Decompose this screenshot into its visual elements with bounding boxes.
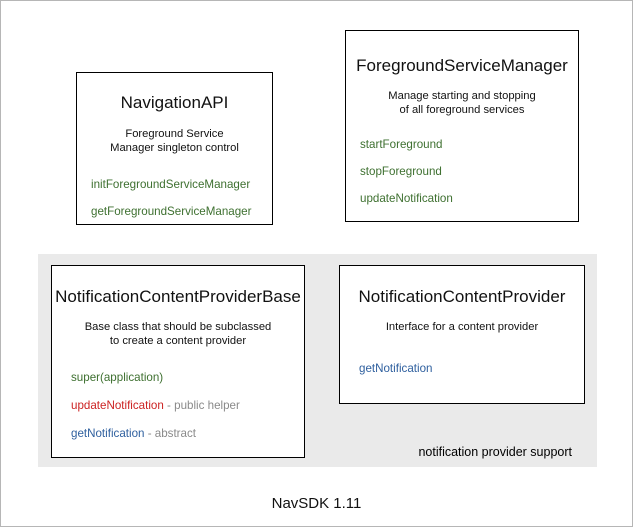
- member-name: updateNotification: [360, 191, 453, 205]
- class-description-navigation-api: Foreground Service Manager singleton con…: [110, 127, 239, 155]
- member-name: updateNotification: [71, 399, 164, 413]
- member-item[interactable]: stopForeground: [360, 165, 578, 179]
- member-list-navigation-api: initForegroundServiceManager getForegrou…: [77, 178, 272, 219]
- member-name: stopForeground: [360, 165, 442, 179]
- class-title-foreground-service-manager: ForegroundServiceManager: [356, 56, 568, 75]
- member-item[interactable]: getNotification: [359, 362, 584, 376]
- group-caption-label: notification provider support: [418, 445, 572, 459]
- member-list-notification-content-provider: getNotification: [340, 362, 584, 376]
- class-description-notification-content-provider: Interface for a content provider: [385, 320, 539, 333]
- class-title-navigation-api: NavigationAPI: [120, 93, 229, 112]
- member-note: - public helper: [163, 399, 240, 413]
- member-list-foreground-service-manager: startForeground stopForeground updateNot…: [346, 138, 578, 206]
- member-item[interactable]: startForeground: [360, 138, 578, 152]
- footer-version-label: NavSDK 1.11: [271, 495, 362, 512]
- member-item[interactable]: super(application): [71, 371, 304, 385]
- class-description-notification-content-provider-base: Base class that should be subclassed to …: [84, 320, 272, 348]
- member-name: initForegroundServiceManager: [91, 178, 251, 192]
- member-item[interactable]: getForegroundServiceManager: [91, 205, 272, 219]
- member-name: getNotification: [359, 362, 433, 376]
- member-item[interactable]: getNotification - abstract: [71, 427, 304, 441]
- member-name: startForeground: [360, 138, 443, 152]
- class-title-notification-content-provider-base: NotificationContentProviderBase: [55, 287, 301, 306]
- member-name: super(application): [71, 371, 164, 385]
- member-name: getNotification: [71, 426, 145, 440]
- member-name: getForegroundServiceManager: [91, 205, 252, 219]
- class-box-notification-content-provider[interactable]: NotificationContentProvider Interface fo…: [339, 265, 585, 404]
- member-item[interactable]: updateNotification - public helper: [71, 399, 304, 413]
- member-item[interactable]: initForegroundServiceManager: [91, 178, 272, 192]
- member-list-notification-content-provider-base: super(application) updateNotification - …: [52, 371, 304, 441]
- member-note: - abstract: [144, 426, 197, 440]
- class-box-navigation-api[interactable]: NavigationAPI Foreground Service Manager…: [76, 72, 273, 225]
- class-box-foreground-service-manager[interactable]: ForegroundServiceManager Manage starting…: [345, 30, 579, 222]
- class-title-notification-content-provider: NotificationContentProvider: [358, 287, 566, 306]
- member-item[interactable]: updateNotification: [360, 192, 578, 206]
- class-box-notification-content-provider-base[interactable]: NotificationContentProviderBase Base cla…: [51, 265, 305, 458]
- class-description-foreground-service-manager: Manage starting and stopping of all fore…: [388, 89, 536, 117]
